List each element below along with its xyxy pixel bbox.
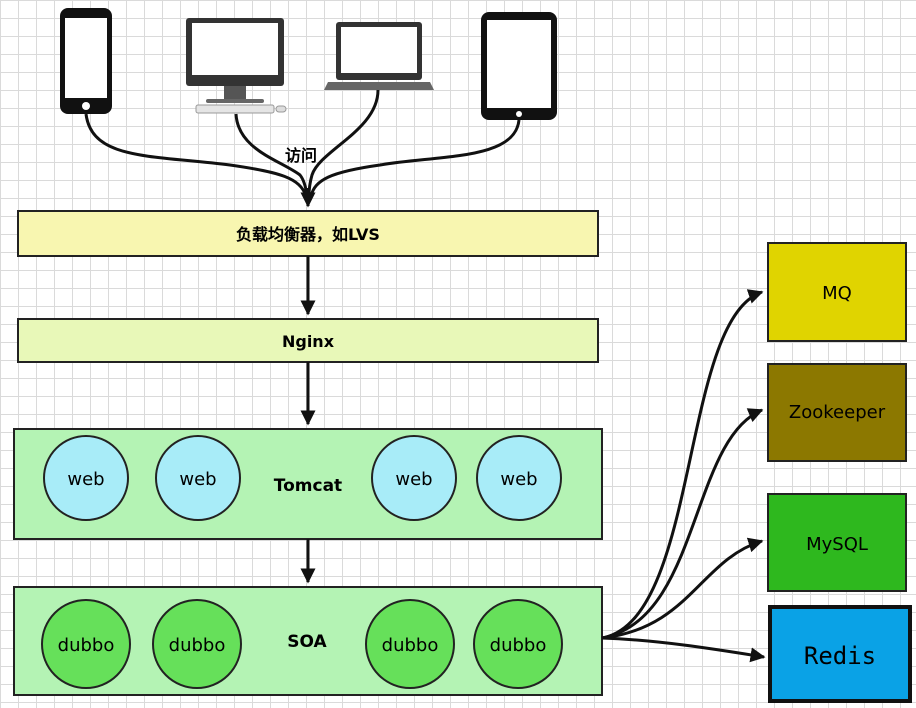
- mq-box: MQ: [767, 242, 907, 342]
- mysql-box: MySQL: [767, 493, 907, 592]
- svg-text:web: web: [179, 469, 216, 490]
- soa-label: SOA: [287, 632, 327, 652]
- svg-text:web: web: [67, 469, 104, 490]
- web-node: web: [371, 435, 457, 521]
- svg-text:dubbo: dubbo: [58, 635, 115, 656]
- svg-text:dubbo: dubbo: [169, 635, 226, 656]
- laptop-icon: [324, 22, 434, 90]
- tomcat-label: Tomcat: [274, 476, 342, 496]
- svg-text:web: web: [500, 469, 537, 490]
- nginx-label: Nginx: [282, 332, 335, 351]
- access-label: 访问: [285, 146, 317, 165]
- dubbo-node: dubbo: [41, 599, 131, 689]
- dubbo-node: dubbo: [473, 599, 563, 689]
- svg-text:MySQL: MySQL: [806, 534, 868, 555]
- redis-box: Redis: [768, 605, 912, 703]
- web-node: web: [476, 435, 562, 521]
- desktop-monitor-icon: [186, 18, 287, 114]
- load-balancer-box: [17, 210, 599, 257]
- phone-icon: [60, 8, 112, 114]
- service-connectors: [601, 289, 766, 663]
- dubbo-node: dubbo: [152, 599, 242, 689]
- svg-text:MQ: MQ: [822, 283, 852, 304]
- web-node: web: [155, 435, 241, 521]
- svg-text:Zookeeper: Zookeeper: [789, 402, 886, 423]
- web-node: web: [43, 435, 129, 521]
- nginx-box: [17, 318, 599, 363]
- svg-text:dubbo: dubbo: [382, 635, 439, 656]
- zookeeper-box: Zookeeper: [767, 363, 907, 462]
- svg-text:web: web: [395, 469, 432, 490]
- svg-text:dubbo: dubbo: [490, 635, 547, 656]
- load-balancer-label: 负载均衡器，如LVS: [236, 225, 380, 244]
- access-connectors: [84, 89, 521, 208]
- dubbo-node: dubbo: [365, 599, 455, 689]
- tablet-icon: [481, 12, 557, 120]
- svg-text:Redis: Redis: [804, 642, 876, 670]
